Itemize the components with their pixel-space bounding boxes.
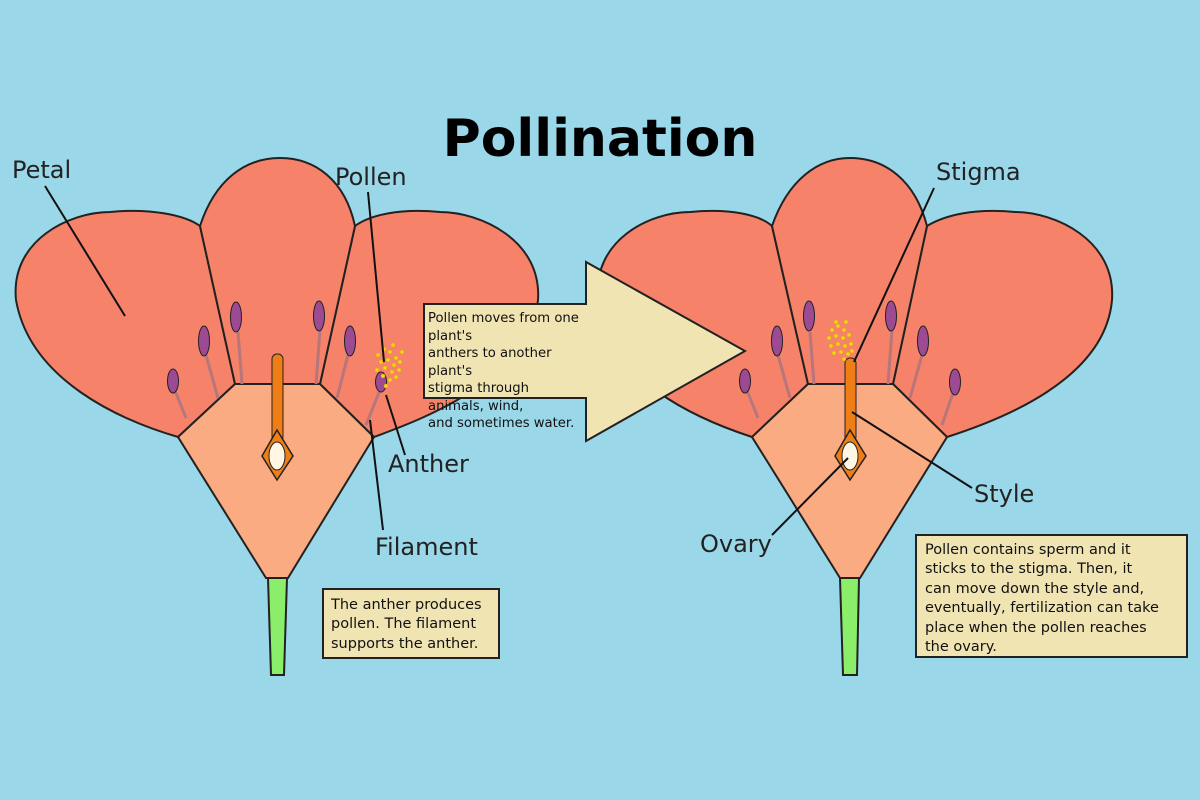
anther [885, 300, 897, 332]
stem [838, 577, 861, 676]
anther [917, 325, 929, 357]
anther [230, 301, 242, 333]
anther [198, 325, 210, 357]
label-anther: Anther [388, 450, 469, 478]
label-style: Style [974, 480, 1034, 508]
anther [313, 300, 325, 332]
stamens [167, 300, 387, 426]
anther [739, 368, 751, 394]
anther [344, 325, 356, 357]
anther-filament-note: The anther produces pollen. The filament… [322, 588, 500, 659]
label-stigma: Stigma [936, 158, 1021, 186]
style [271, 353, 284, 443]
receptacle [750, 383, 949, 579]
ovule [841, 441, 859, 471]
receptacle [176, 383, 376, 579]
petal-right [891, 209, 1114, 439]
leader-lines [44, 185, 973, 536]
anther [803, 300, 815, 332]
stem [266, 577, 289, 676]
anther [771, 325, 783, 357]
pollen-grains [826, 319, 855, 362]
label-petal: Petal [12, 156, 71, 184]
transfer-arrow [423, 260, 748, 443]
right-flower [596, 156, 1114, 676]
label-filament: Filament [375, 533, 478, 561]
stamens [739, 300, 961, 426]
arrow-caption: Pollen moves from one plant's anthers to… [428, 311, 579, 431]
anther [167, 368, 179, 394]
anther [949, 368, 961, 396]
ovule [268, 441, 286, 471]
fertilization-note: Pollen contains sperm and it sticks to t… [915, 534, 1188, 658]
label-ovary: Ovary [700, 530, 772, 558]
label-pollen: Pollen [335, 163, 407, 191]
petal-left [14, 209, 237, 439]
diagram-title: Pollination [443, 109, 758, 169]
